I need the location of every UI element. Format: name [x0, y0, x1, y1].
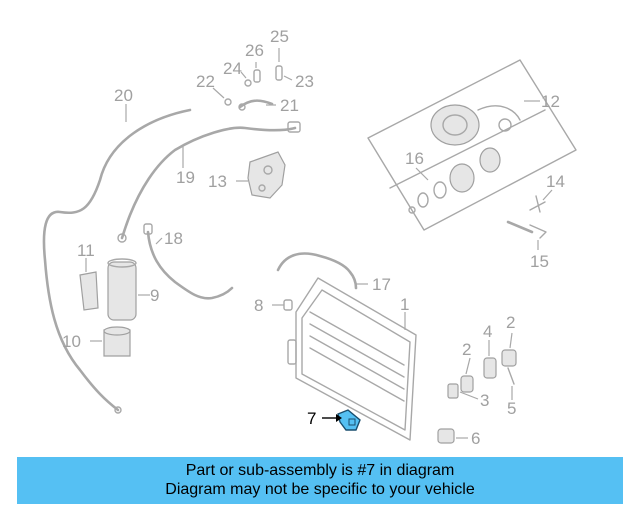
callout-1: 1	[400, 295, 409, 314]
callout-18: 18	[164, 229, 183, 248]
callout-26: 26	[245, 41, 264, 60]
callout-24: 24	[223, 59, 242, 78]
part-7-highlighted[interactable]	[337, 409, 361, 431]
bracket-13	[247, 151, 286, 199]
callout-12: 12	[541, 92, 560, 111]
callout-5: 5	[507, 399, 516, 418]
callout-23: 23	[295, 72, 314, 91]
callout-8: 8	[254, 296, 263, 315]
callout-17: 17	[372, 275, 391, 294]
compressor-group-12	[367, 59, 577, 231]
banner-line-2: Diagram may not be specific to your vehi…	[165, 481, 475, 498]
callout-14: 14	[546, 172, 565, 191]
callout-15: 15	[530, 252, 549, 271]
condenser-1	[287, 277, 417, 441]
callout-7: 7	[307, 409, 316, 428]
callout-21: 21	[280, 96, 299, 115]
cap-10	[103, 326, 131, 357]
bracket-11	[79, 271, 99, 311]
banner-line-1: Part or sub-assembly is #7 in diagram	[185, 462, 455, 479]
callout-25: 25	[270, 27, 289, 46]
callout-9: 9	[150, 286, 159, 305]
callout-2a: 2	[462, 340, 471, 359]
info-banner: Part or sub-assembly is #7 in diagram Di…	[17, 457, 623, 504]
callout-10: 10	[62, 332, 81, 351]
fittings-14-15	[506, 195, 547, 239]
callout-20: 20	[114, 86, 133, 105]
callout-3: 3	[480, 391, 489, 410]
callout-16: 16	[405, 149, 424, 168]
callout-4: 4	[483, 322, 492, 341]
drier-9	[107, 258, 137, 321]
callout-13: 13	[208, 172, 227, 191]
hose-17	[276, 252, 358, 290]
callout-11: 11	[77, 241, 95, 260]
callout-2b: 2	[506, 313, 515, 332]
brackets-2-6	[437, 349, 517, 444]
hose-19	[117, 121, 301, 243]
hose-20	[42, 108, 192, 414]
fittings-21-26	[224, 65, 283, 111]
callout-6: 6	[471, 429, 480, 448]
fitting-8	[283, 299, 293, 311]
callout-19: 19	[176, 168, 195, 187]
hose-18	[143, 223, 234, 300]
callout-22: 22	[196, 72, 215, 91]
